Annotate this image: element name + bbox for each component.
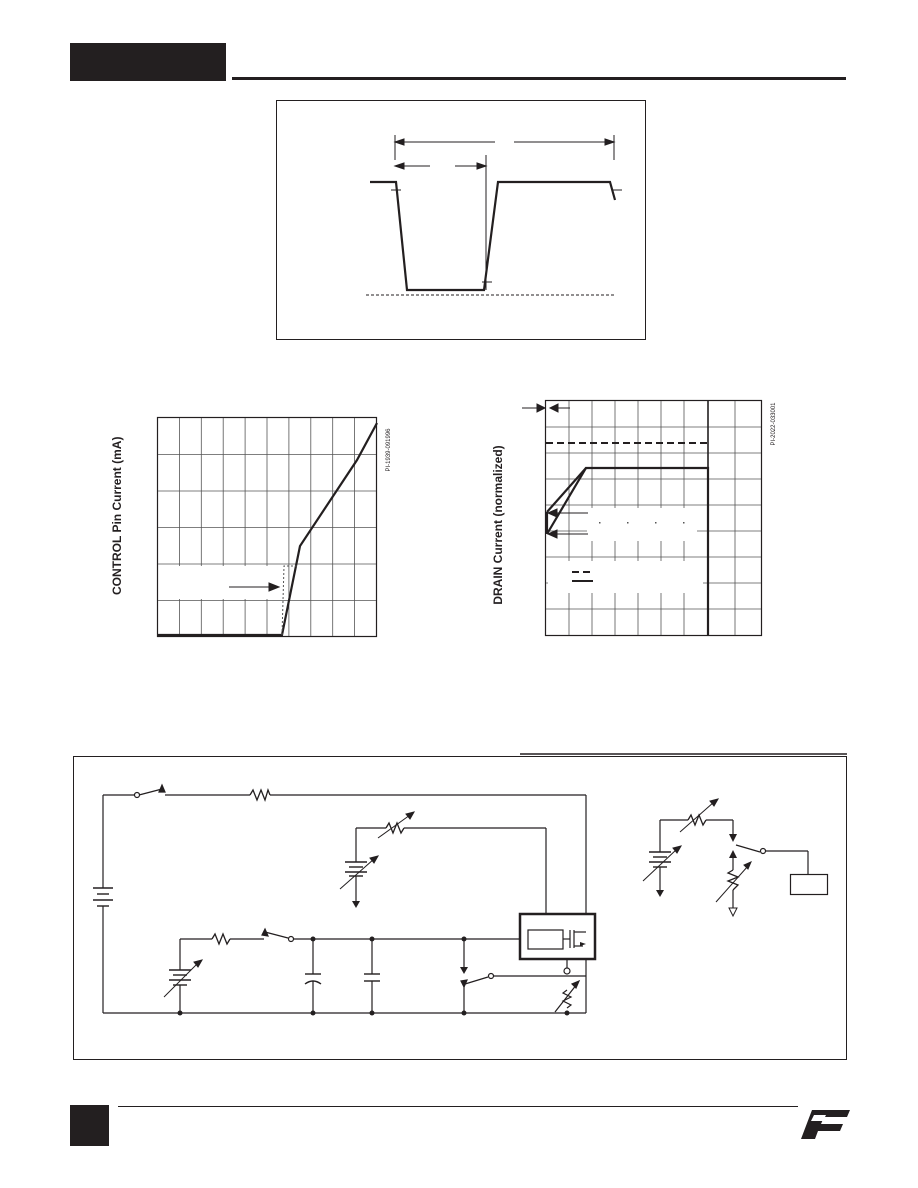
right-chart-mask-dots	[599, 522, 685, 524]
aux-circuit-wires	[659, 819, 809, 908]
drain-current-curve-a	[546, 466, 710, 635]
capacitor-icon-2	[364, 973, 380, 982]
resistor-icon-top	[249, 788, 271, 802]
switch-icon-middle	[261, 927, 295, 943]
left-chart-label-mask	[159, 566, 279, 599]
battery-icon-variable-2	[169, 969, 191, 986]
resistor-icon-middle	[211, 932, 231, 946]
arrow-icon-ground-1	[352, 901, 360, 908]
left-chart-grid	[158, 418, 376, 636]
drain-waveform	[370, 180, 617, 292]
aux-switch-icon	[735, 844, 767, 855]
aux-resistor-icon-vertical	[726, 869, 740, 891]
right-chart-legend	[572, 571, 593, 582]
arrow-icon-down	[460, 967, 468, 974]
switch-icon-right	[460, 972, 495, 989]
waveform-ticks	[391, 189, 622, 283]
aux-variable-arrow-icon-2	[642, 845, 683, 882]
header-rule	[232, 77, 846, 80]
control-current-dashed	[281, 565, 298, 636]
aux-variable-arrow-icon-1	[679, 798, 720, 833]
variable-arrow-icon-2	[339, 855, 380, 890]
schematic-wires	[102, 794, 587, 1014]
aux-arrow-icon-ground	[656, 890, 664, 897]
resistor-icon-variable	[385, 821, 405, 835]
schematic-frame	[73, 756, 847, 1060]
right-chart-label-mask-2	[548, 561, 703, 593]
aux-arrow-icon-bottom	[728, 907, 738, 918]
footer-tab	[70, 1105, 109, 1146]
control-current-curve	[158, 422, 378, 637]
aux-battery-icon	[649, 851, 671, 868]
aux-variable-arrow-icon-3	[715, 861, 752, 903]
footer-rule	[118, 1106, 798, 1107]
aux-arrow-icon-down	[729, 834, 737, 842]
junction-dots	[177, 936, 570, 1016]
switch-icon-top	[133, 783, 166, 799]
battery-icon-variable-1	[345, 861, 367, 877]
battery-icon-main	[93, 887, 113, 907]
variable-arrow-icon-1	[377, 811, 416, 839]
aux-resistor-icon	[687, 813, 707, 827]
variable-arrow-icon-3	[163, 959, 204, 998]
meter-probe-icon	[554, 967, 581, 1013]
drain-current-curve-b	[546, 467, 587, 513]
right-chart-arrows	[522, 403, 588, 539]
waveform-frame	[276, 100, 646, 340]
aux-arrow-icon-up	[729, 850, 737, 858]
header-tab	[70, 43, 226, 81]
capacitor-icon-1	[304, 973, 322, 985]
device-under-test-icon	[518, 912, 597, 961]
left-chart-arrow	[229, 582, 281, 592]
right-chart-label-mask-1	[587, 508, 697, 541]
period-dimension	[393, 135, 616, 160]
aux-meter-box	[789, 873, 829, 896]
